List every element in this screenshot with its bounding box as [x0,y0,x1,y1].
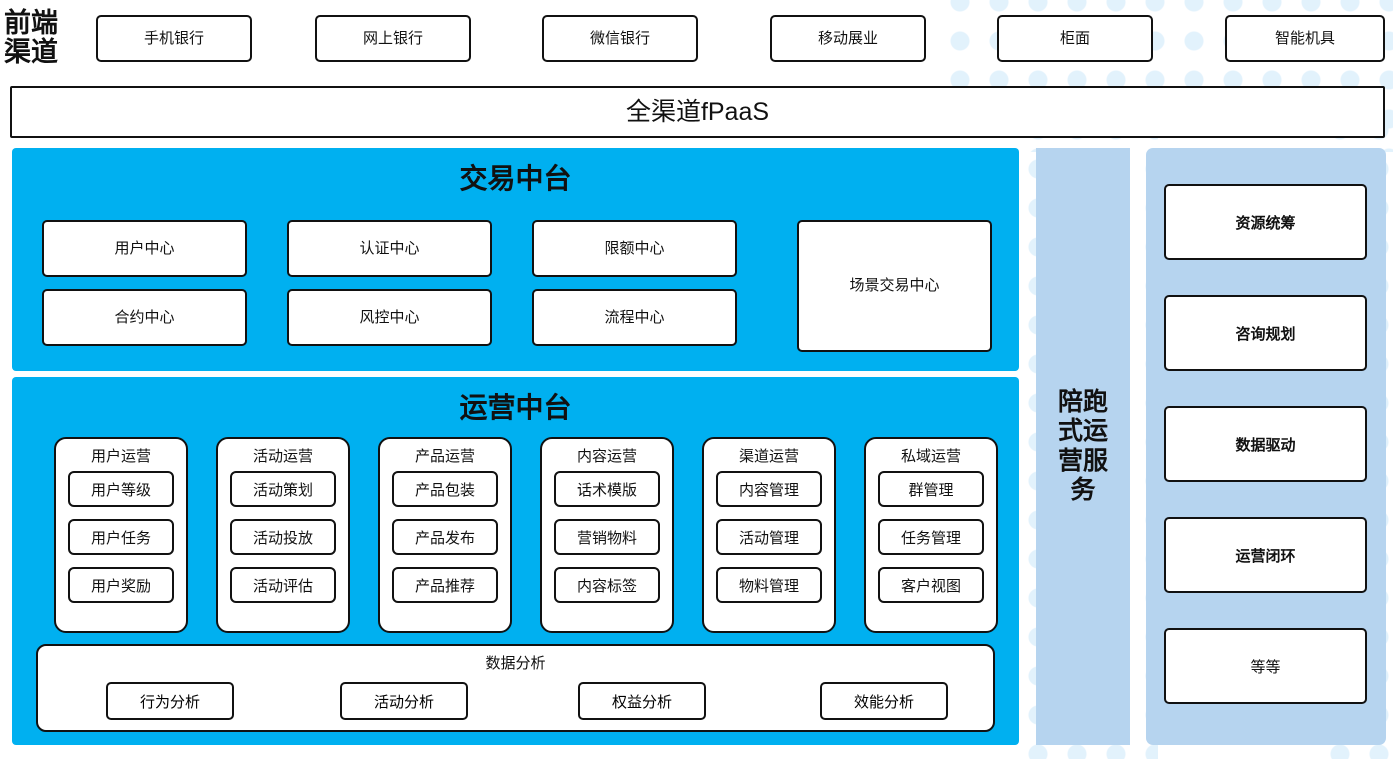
ops-item-4-1[interactable]: 活动管理 [716,519,822,555]
ops-item-3-2[interactable]: 内容标签 [554,567,660,603]
ops-column-title-4: 渠道运营 [738,448,799,465]
ops-item-2-2[interactable]: 产品推荐 [392,567,498,603]
omnichannel-fpaas-bar[interactable]: 全渠道fPaaS [10,86,1385,138]
value-box-2[interactable]: 数据驱动 [1164,406,1367,482]
ops-item-4-2[interactable]: 物料管理 [716,567,822,603]
channel-box-4[interactable]: 柜面 [997,15,1153,62]
ops-item-5-0[interactable]: 群管理 [878,471,984,507]
trade-center-box-4[interactable]: 合约中心 [42,289,247,346]
trade-center-box-0[interactable]: 用户中心 [42,220,247,277]
ops-column-3[interactable]: 内容运营话术模版营销物料内容标签 [540,437,674,633]
value-box-0[interactable]: 资源统筹 [1164,184,1367,260]
data-analysis-item-3[interactable]: 效能分析 [820,682,948,720]
channel-box-3[interactable]: 移动展业 [770,15,926,62]
trade-center-box-2[interactable]: 限额中心 [532,220,737,277]
ops-item-5-1[interactable]: 任务管理 [878,519,984,555]
ops-column-title-5: 私域运营 [900,448,961,465]
ops-column-title-2: 产品运营 [414,448,475,465]
trade-middle-platform: 交易中台 用户中心认证中心限额中心 场景交易中心合约中心风控中心流程中心 [12,148,1019,371]
data-analysis-item-1[interactable]: 活动分析 [340,682,468,720]
ops-item-0-0[interactable]: 用户等级 [68,471,174,507]
channel-box-2[interactable]: 微信银行 [542,15,698,62]
channel-box-1[interactable]: 网上银行 [315,15,471,62]
ops-item-2-0[interactable]: 产品包装 [392,471,498,507]
value-box-4[interactable]: 等等 [1164,628,1367,704]
ops-column-title-0: 用户运营 [90,448,151,465]
ops-item-5-2[interactable]: 客户视图 [878,567,984,603]
front-end-channel-label: 前端 渠道 [4,2,90,74]
ops-item-3-0[interactable]: 话术模版 [554,471,660,507]
trade-center-box-1[interactable]: 认证中心 [287,220,492,277]
channel-label-line-1: 前端 [4,7,58,38]
value-service-panel: 资源统筹咨询规划数据驱动运营闭环等等 [1146,148,1386,745]
ops-item-1-0[interactable]: 活动策划 [230,471,336,507]
ops-item-1-1[interactable]: 活动投放 [230,519,336,555]
ops-column-0[interactable]: 用户运营用户等级用户任务用户奖励 [54,437,188,633]
ops-item-4-0[interactable]: 内容管理 [716,471,822,507]
ops-column-4[interactable]: 渠道运营内容管理活动管理物料管理 [702,437,836,633]
ops-platform-title: 运营中台 [459,392,572,423]
ops-column-2[interactable]: 产品运营产品包装产品发布产品推荐 [378,437,512,633]
accompanying-operation-service-band: 陪跑式运营服务 [1036,148,1130,745]
value-box-1[interactable]: 咨询规划 [1164,295,1367,371]
data-analysis-item-0[interactable]: 行为分析 [106,682,234,720]
ops-item-0-2[interactable]: 用户奖励 [68,567,174,603]
trade-center-box-6[interactable]: 流程中心 [532,289,737,346]
data-analysis-item-2[interactable]: 权益分析 [578,682,706,720]
ops-column-1[interactable]: 活动运营活动策划活动投放活动评估 [216,437,350,633]
channel-label-line-2: 渠道 [4,37,58,67]
service-band-label: 陪跑式运营服务 [1057,387,1108,505]
data-analysis-panel: 数据分析 行为分析 活动分析 权益分析 效能分析 [36,644,995,732]
ops-column-5[interactable]: 私域运营群管理任务管理客户视图 [864,437,998,633]
ops-item-2-1[interactable]: 产品发布 [392,519,498,555]
ops-column-title-3: 内容运营 [576,448,637,465]
channel-box-5[interactable]: 智能机具 [1225,15,1385,62]
ops-column-title-1: 活动运营 [252,448,313,465]
trade-center-box-3[interactable]: 场景交易中心 [797,220,992,352]
value-box-3[interactable]: 运营闭环 [1164,517,1367,593]
ops-item-1-2[interactable]: 活动评估 [230,567,336,603]
trade-center-box-5[interactable]: 风控中心 [287,289,492,346]
data-analysis-title: 数据分析 [485,655,546,672]
ops-item-3-1[interactable]: 营销物料 [554,519,660,555]
ops-item-0-1[interactable]: 用户任务 [68,519,174,555]
trade-platform-title: 交易中台 [459,163,572,194]
channel-box-0[interactable]: 手机银行 [96,15,252,62]
